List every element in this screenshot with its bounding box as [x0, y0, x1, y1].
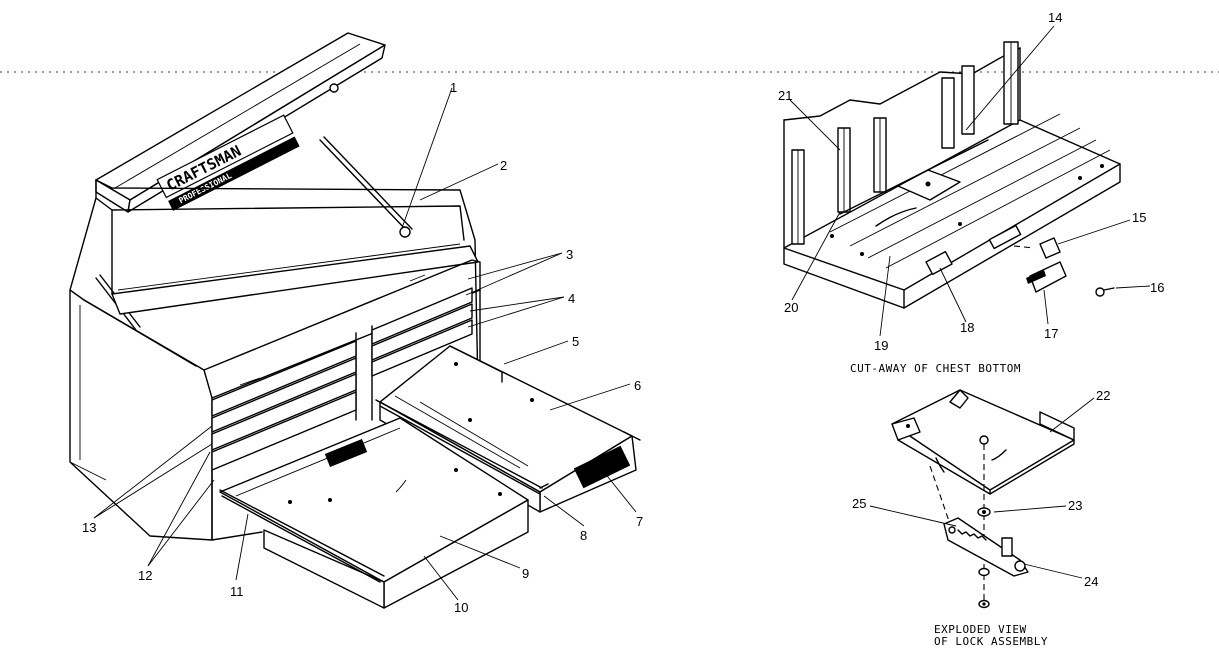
caption-lock-line2: OF LOCK ASSEMBLY [934, 635, 1048, 648]
chest-body [69, 179, 481, 541]
caption-chest-bottom: CUT-AWAY OF CHEST BOTTOM [850, 362, 1021, 375]
assembly-axis-b [929, 465, 951, 525]
label-part-5: 5 [572, 334, 579, 349]
label-part-20: 20 [784, 300, 798, 315]
label-part-13: 13 [82, 520, 96, 535]
part-labels-lock: 22 23 24 25 EXPLODED VIEW OF LOCK ASSEMB… [852, 388, 1110, 648]
caption-lock-line1: EXPLODED VIEW [934, 623, 1027, 636]
drawer-slides [219, 345, 543, 583]
upper-drawers [211, 274, 473, 471]
lock-rod [839, 139, 989, 215]
bottom-open-drawer [219, 417, 529, 609]
washer-lower-a [978, 567, 990, 577]
label-part-18: 18 [960, 320, 974, 335]
lock-bracket-22 [891, 389, 1075, 495]
chest-base [211, 469, 263, 541]
leader-lines-chest [93, 87, 637, 601]
lock-assembly [891, 389, 1075, 609]
lock-bezel-parts [1013, 237, 1115, 297]
tool-chest: CRAFTSMAN PROFESSIONAL [69, 32, 641, 609]
chest-lid: CRAFTSMAN PROFESSIONAL [95, 32, 386, 213]
label-part-25: 25 [852, 496, 866, 511]
part-labels-cutaway: 14 15 16 17 18 19 20 21 CUT-AWAY OF CHES… [778, 10, 1164, 375]
label-part-11: 11 [230, 584, 244, 599]
label-part-12: 12 [138, 568, 152, 583]
chest-bottom-cutaway [783, 41, 1121, 309]
label-part-7: 7 [636, 514, 643, 529]
label-part-2: 2 [500, 158, 507, 173]
label-part-16: 16 [1150, 280, 1164, 295]
label-part-9: 9 [522, 566, 529, 581]
label-part-17: 17 [1044, 326, 1058, 341]
lock-bezel-17 [1029, 261, 1067, 293]
leader-lines-lock [869, 397, 1095, 579]
lid-support-struts [95, 83, 413, 331]
label-part-3: 3 [566, 247, 573, 262]
label-part-14: 14 [1048, 10, 1062, 25]
label-part-10: 10 [454, 600, 468, 615]
label-part-6: 6 [634, 378, 641, 393]
label-part-22: 22 [1096, 388, 1110, 403]
screw-16 [1095, 287, 1115, 297]
label-part-23: 23 [1068, 498, 1082, 513]
label-part-8: 8 [580, 528, 587, 543]
leader-lines-cutaway [789, 25, 1151, 337]
label-part-1: 1 [450, 80, 457, 95]
lock-lever-24 [943, 517, 1029, 577]
lock-bezel-15 [1039, 237, 1061, 259]
label-part-19: 19 [874, 338, 888, 353]
slide-channels [791, 41, 1019, 245]
label-part-21: 21 [778, 88, 792, 103]
label-part-24: 24 [1084, 574, 1098, 589]
spring-25 [957, 529, 987, 541]
label-part-4: 4 [568, 291, 575, 306]
part-labels-chest: 1 2 3 4 5 6 7 8 9 10 11 12 13 [82, 80, 643, 615]
label-part-15: 15 [1132, 210, 1146, 225]
